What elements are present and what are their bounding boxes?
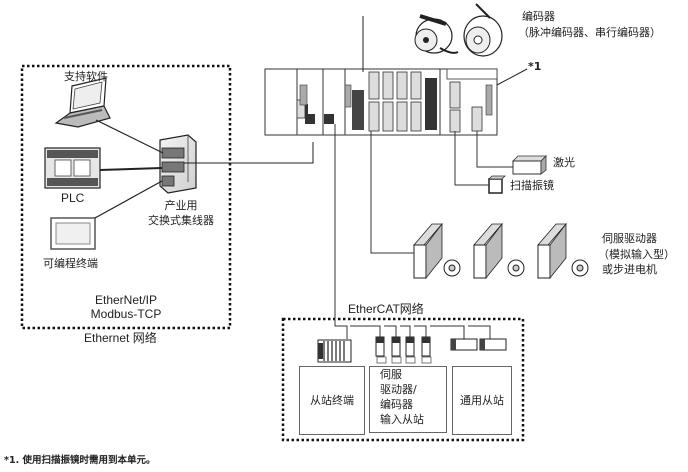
galvo-scanner-icon [488,175,506,194]
slave-terminal-box: 从站终端 [299,366,365,435]
servo-label-line3: 或步进电机 [602,263,657,276]
ethernet-links [94,119,314,219]
encoder-icon [414,3,503,57]
ethercat-network-boundary [281,317,525,442]
servo-drive-icon-2 [473,222,525,280]
ethernet-network-boundary [20,64,232,330]
servo-drive-group [413,222,589,280]
slave-terminal-label: 从站终端 [310,394,354,407]
plc-label: PLC [61,191,85,205]
note-marker: *1 [528,60,542,73]
industrial-switch-icon [159,134,197,194]
servo-encoder-slave-box: 伺服 驱动器/ 编码器 输入从站 [369,366,447,433]
ethercat-links [334,319,491,339]
switch-label-line1: 产业用 [164,199,198,212]
plc-icon [44,147,101,189]
ethercat-network-label: EtherCAT网络 [348,302,424,316]
servo-slave-line1: 伺服 [380,368,402,381]
support-software-label: 支持软件 [64,70,108,83]
laser-icon [512,155,547,175]
programmable-terminal-icon [50,217,96,250]
footnote: *1. 使用扫描振镜时需用到本单元。 [4,455,156,466]
controller-io-links [334,124,513,319]
general-slave-icons [450,338,507,351]
servo-slave-line3: 编码器 [380,398,413,411]
servo-label-line1: 伺服驱动器 [602,232,657,245]
servo-drive-icon-3 [537,222,589,280]
protocol-modbus-tcp: Modbus-TCP [90,307,162,321]
encoder-title: 编码器 [522,10,555,23]
servo-slave-line2: 驱动器/ [380,383,417,396]
general-slave-label: 通用从站 [460,394,504,407]
servo-slave-line4: 输入从站 [380,413,424,426]
galvo-label: 扫描振镜 [510,179,554,192]
slave-terminal-icon [317,339,352,363]
laser-label: 激光 [553,156,575,169]
ethernet-network-label: Ethernet 网络 [84,331,157,345]
switch-label-line2: 交换式集线器 [148,214,214,227]
terminal-label: 可编程终端 [43,257,98,270]
note-leader [496,68,528,86]
general-slave-box: 通用从站 [452,366,512,435]
servo-drive-icon-1 [413,222,461,280]
encoder-subtitle: （脉冲编码器、串行编码器） [518,26,661,39]
controller-rack [264,68,498,136]
protocol-ethernetip: EtherNet/IP [94,293,158,307]
servo-slave-icons [375,336,432,364]
laptop-icon [54,77,111,128]
servo-label-line2: （模拟输入型） [598,248,675,261]
